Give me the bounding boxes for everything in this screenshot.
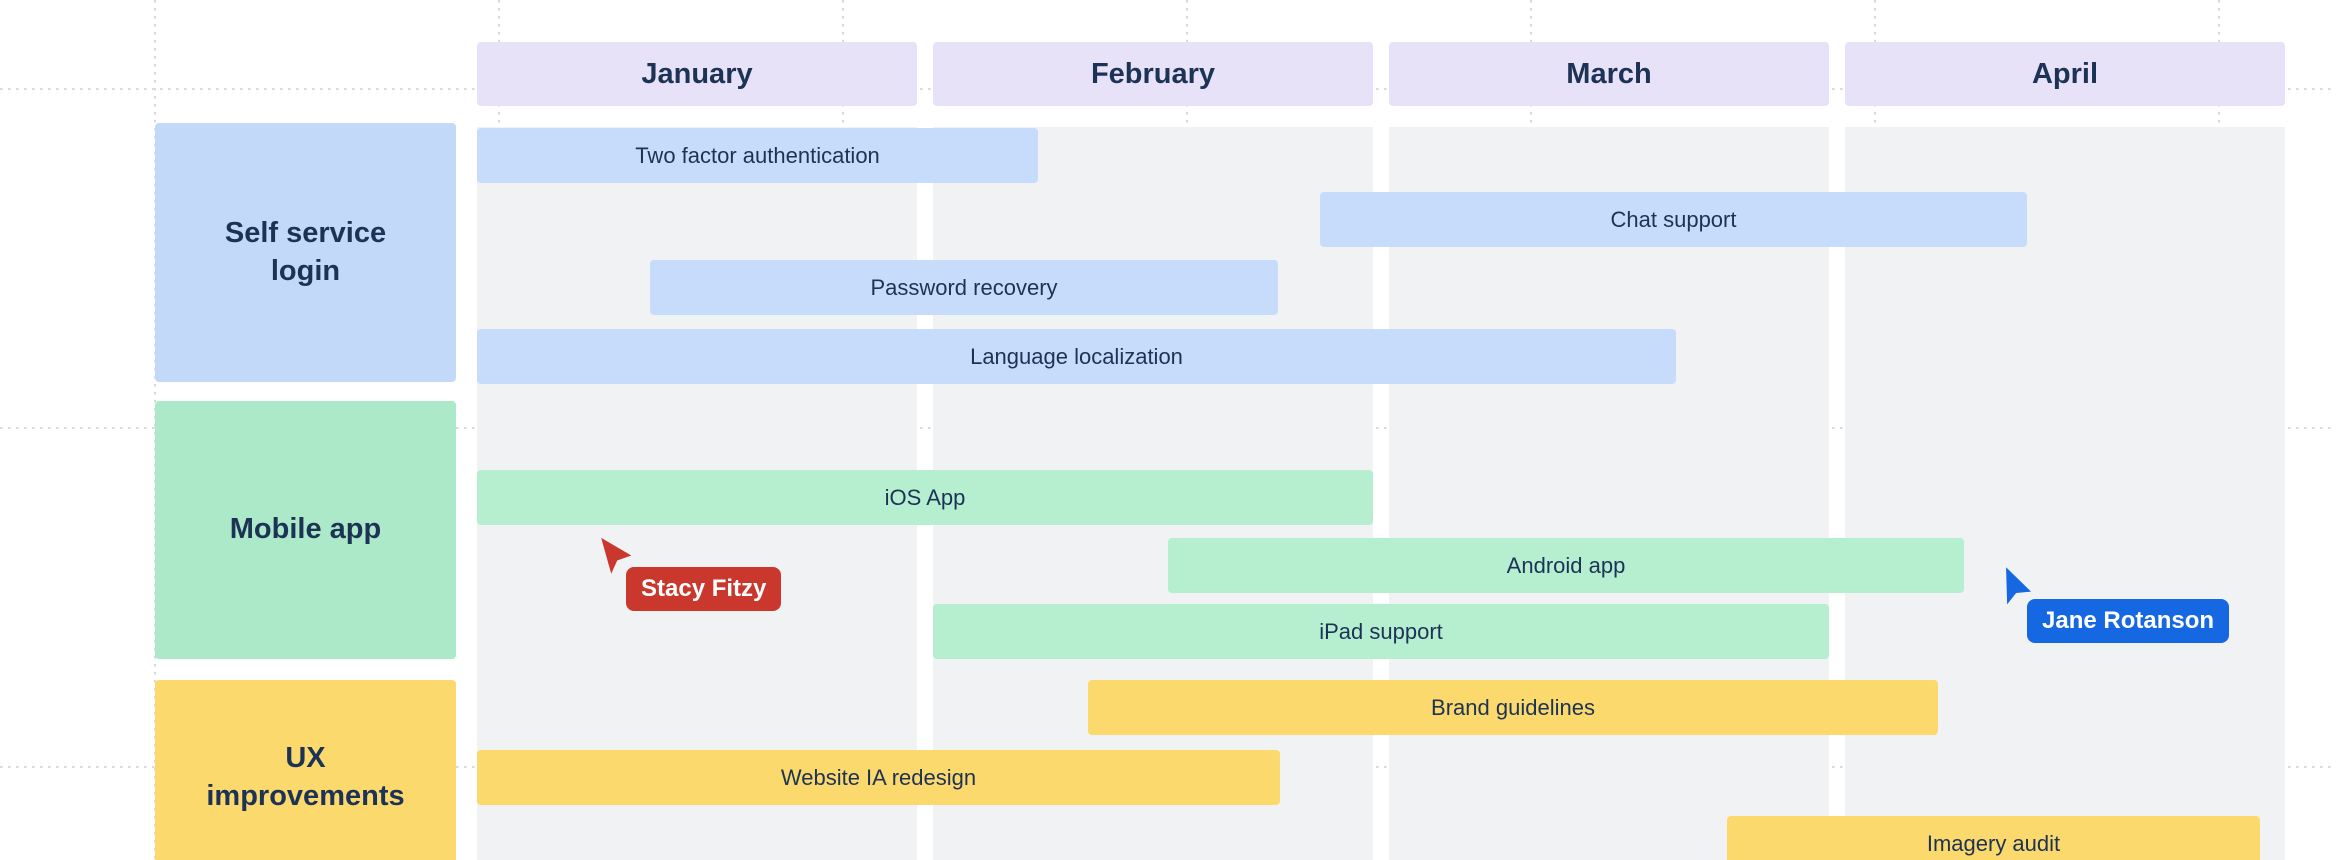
collaborator-cursor-icon-jane-rotanson <box>1990 564 2039 621</box>
row-label-box-ux-improvements[interactable]: UX improvements <box>155 680 456 860</box>
task-bar-label: Chat support <box>1610 206 1737 232</box>
row-label-box-mobile-app[interactable]: Mobile app <box>155 401 456 659</box>
month-header-label: April <box>2031 57 2099 90</box>
task-bar-website-ia-redesign[interactable]: Website IA redesign <box>477 750 1280 805</box>
task-bar-label: Brand guidelines <box>1431 694 1595 720</box>
task-bar-label: Password recovery <box>870 274 1058 300</box>
month-header-march[interactable]: March <box>1389 42 1829 106</box>
task-bar-two-factor-authentication[interactable]: Two factor authentication <box>477 128 1038 183</box>
month-header-label: March <box>1566 57 1652 90</box>
row-label: UX improvements <box>206 741 405 812</box>
month-column-band <box>1845 127 2285 860</box>
row-label-box-self-service-login[interactable]: Self service login <box>155 123 456 382</box>
task-bar-imagery-audit[interactable]: Imagery audit <box>1727 816 2260 860</box>
task-bar-chat-support[interactable]: Chat support <box>1320 192 2027 247</box>
task-bar-label: Language localization <box>970 343 1183 369</box>
task-bar-label: Imagery audit <box>1926 830 2061 856</box>
month-header-label: January <box>641 57 753 90</box>
row-label: Self service login <box>224 216 387 287</box>
task-bar-password-recovery[interactable]: Password recovery <box>650 260 1278 315</box>
collaborator-name-badge-stacy-fitzy: Stacy Fitzy <box>626 567 782 611</box>
month-header-february[interactable]: February <box>933 42 1373 106</box>
collaborator-cursor-icon-stacy-fitzy <box>596 536 634 585</box>
task-bar-language-localization[interactable]: Language localization <box>477 329 1676 384</box>
month-header-january[interactable]: January <box>477 42 917 106</box>
collaborator-name-badge-jane-rotanson: Jane Rotanson <box>2027 599 2230 643</box>
task-bar-android-app[interactable]: Android app <box>1168 538 1964 593</box>
month-header-april[interactable]: April <box>1845 42 2285 106</box>
task-bar-ios-app[interactable]: iOS App <box>477 470 1373 525</box>
task-bar-label: Website IA redesign <box>780 764 977 790</box>
task-bar-label: iOS App <box>884 484 966 510</box>
task-bar-label: Android app <box>1506 552 1626 578</box>
row-label: Mobile app <box>229 513 382 546</box>
month-column-band <box>1389 127 1829 860</box>
task-bar-label: iPad support <box>1319 618 1443 644</box>
month-header-label: February <box>1090 57 1216 90</box>
task-bar-ipad-support[interactable]: iPad support <box>933 604 1829 659</box>
task-bar-label: Two factor authentication <box>635 142 880 168</box>
task-bar-brand-guidelines[interactable]: Brand guidelines <box>1088 680 1938 735</box>
